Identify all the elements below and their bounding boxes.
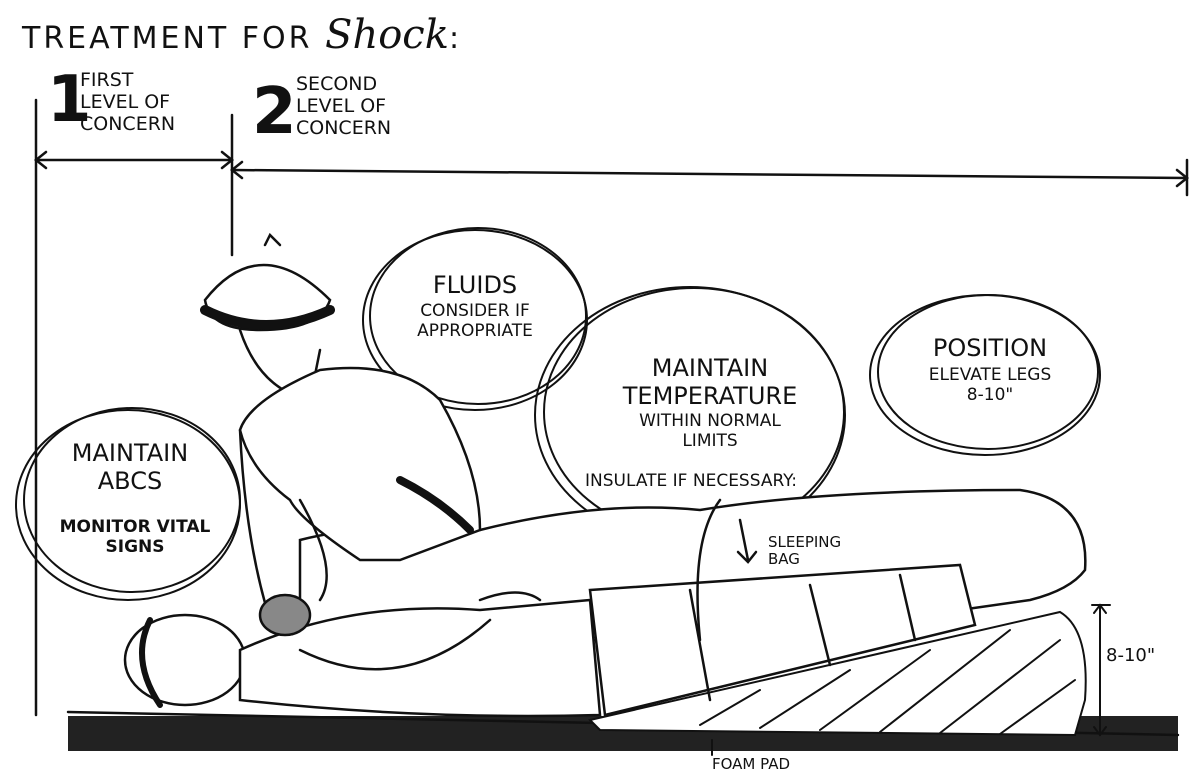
level-dimension-lines [33, 98, 1190, 717]
elevation-label: 8-10" [1106, 645, 1156, 666]
level-2-label: Second Level of Concern [296, 73, 392, 139]
fluids-subtext: Consider if appropriate [417, 301, 533, 341]
patient [123, 591, 602, 718]
rescuer [200, 232, 482, 637]
title: Treatment for Shock: [22, 12, 463, 58]
temperature-subtext: Within normal limits [639, 411, 781, 451]
abcs-subtext: Monitor vital signs [59, 517, 211, 557]
abcs-heading: Maintain ABCs [71, 439, 189, 495]
position-subtext: Elevate legs 8-10" [928, 365, 1052, 405]
foam-pad-label: Foam pad [712, 755, 791, 773]
level-1-label: First Level of Concern [80, 69, 176, 135]
insulate-note: Insulate if necessary: [585, 471, 798, 491]
sleeping-bag [298, 488, 1087, 717]
title-script-word: Shock [325, 12, 449, 58]
elevation-wedge [588, 610, 1087, 737]
sleeping-bag-label: Sleeping bag [768, 533, 842, 569]
position-heading: Position [932, 334, 1048, 362]
temperature-heading: Maintain Temperature [622, 354, 798, 410]
level-2-number: 2 [252, 75, 297, 149]
level-1-number: 1 [47, 63, 92, 137]
elevation-measure [1091, 603, 1111, 737]
fluids-heading: Fluids [432, 271, 518, 299]
